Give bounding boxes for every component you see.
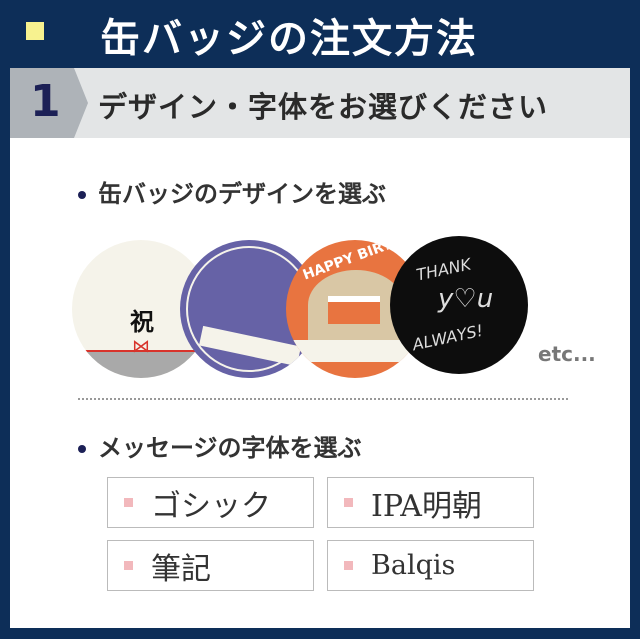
- square-icon: [124, 498, 133, 507]
- option-label: IPA明朝: [371, 488, 482, 524]
- bullet-icon: [78, 191, 86, 199]
- option-label: ゴシック: [151, 488, 271, 524]
- dotted-divider: [78, 398, 568, 400]
- design-heading: 缶バッジのデザインを選ぶ: [78, 174, 386, 209]
- option-label: 筆記: [151, 551, 211, 587]
- badge-thank-you[interactable]: THANK y♡u ALWAYS!: [390, 236, 528, 374]
- badge-birthday[interactable]: HAPPY BIRTHD: [286, 240, 424, 378]
- gray-band: [72, 352, 210, 378]
- bullet-icon: [78, 445, 86, 453]
- font-heading: メッセージの字体を選ぶ: [78, 428, 362, 463]
- step-header: 1 デザイン・字体をお選びください: [10, 68, 630, 138]
- font-option-mincho[interactable]: IPA明朝: [327, 477, 534, 528]
- page-title: 缶バッジの注文方法: [100, 16, 478, 62]
- iwai-text: 祝: [130, 308, 154, 336]
- cake-icon: [328, 296, 380, 324]
- step-number-badge: 1: [10, 68, 88, 138]
- etc-label: etc...: [538, 342, 596, 366]
- you-text: y♡u: [438, 284, 494, 314]
- white-band: [286, 340, 424, 362]
- square-icon: [344, 561, 353, 570]
- option-label: Balqis: [371, 550, 456, 581]
- yellow-square-icon: [26, 22, 44, 40]
- design-heading-text: 缶バッジのデザインを選ぶ: [98, 180, 386, 208]
- square-icon: [124, 561, 133, 570]
- step-panel: 1 デザイン・字体をお選びください 缶バッジのデザインを選ぶ 祝 ⋈ HAPPY…: [10, 68, 630, 628]
- ribbon-icon: ⋈: [132, 336, 150, 357]
- step-title: デザイン・字体をお選びください: [98, 90, 549, 124]
- thank-text: THANK: [414, 254, 473, 285]
- step-number: 1: [30, 76, 61, 127]
- font-heading-text: メッセージの字体を選ぶ: [98, 434, 362, 462]
- font-option-balqis[interactable]: Balqis: [327, 540, 534, 591]
- font-option-hikki[interactable]: 筆記: [107, 540, 314, 591]
- square-icon: [344, 498, 353, 507]
- always-text: ALWAYS!: [410, 320, 485, 355]
- font-option-gothic[interactable]: ゴシック: [107, 477, 314, 528]
- red-line: [72, 350, 210, 352]
